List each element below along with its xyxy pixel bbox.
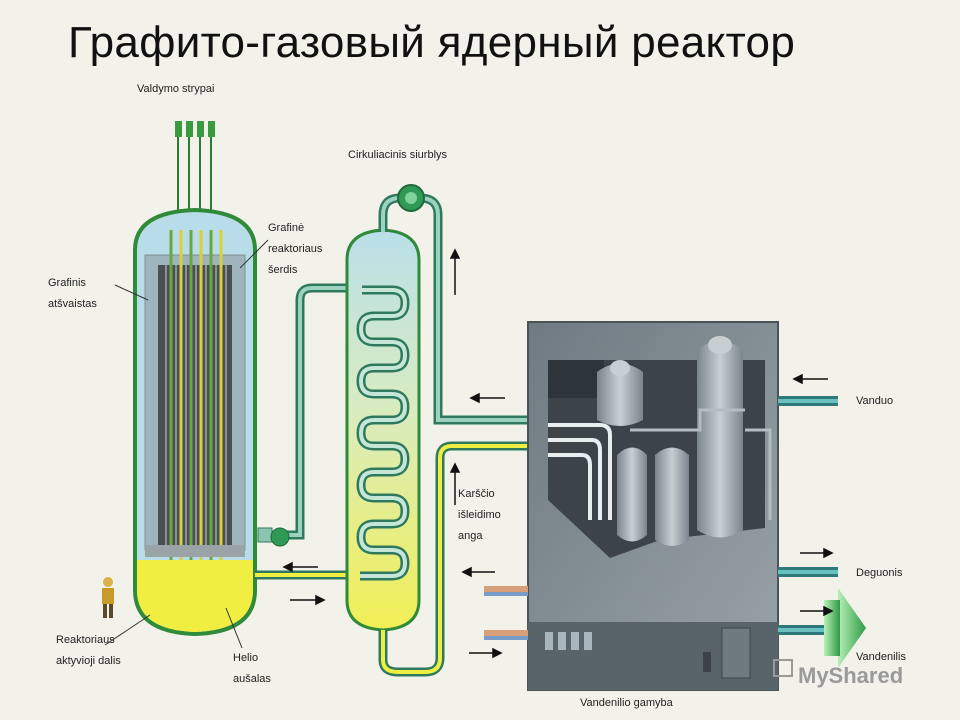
slide-title: Графито-газовый ядерный реактор — [68, 18, 796, 67]
hydrogen-production-label: Vandenilio gamyba — [580, 697, 674, 709]
watermark: MyShared — [773, 659, 903, 688]
output-pipes — [778, 396, 838, 635]
hydrogen-output-arrow-body — [824, 600, 840, 656]
control-rod-heads — [175, 121, 215, 210]
circulation-pump — [397, 184, 425, 212]
helium-coolant-label-1: Helio — [233, 652, 258, 664]
watermark-text: MyShared — [798, 663, 903, 688]
vessel-outlet-fitting — [257, 527, 290, 547]
steam-inlet-pipes — [484, 586, 528, 640]
hot-outlet-label-1: Karščio — [458, 488, 495, 500]
heat-exchanger — [345, 228, 421, 632]
control-rods-label: Valdymo strypai — [137, 83, 214, 95]
hot-gas-pipe — [275, 283, 362, 540]
active-zone-label-2: aktyvioji dalis — [56, 655, 121, 667]
graphite-core-label-3: šerdis — [268, 264, 298, 276]
hot-outlet-label-2: išleidimo — [458, 509, 501, 521]
reactor-vessel — [133, 207, 257, 637]
graphite-core-label-2: reaktoriaus — [268, 243, 323, 255]
water-label: Vanduo — [856, 395, 893, 407]
hydrogen-output-arrow — [838, 588, 866, 668]
hydrogen-label: Vandenilis — [856, 651, 906, 663]
heat-outlet-pipe — [378, 441, 530, 677]
active-zone-label-1: Reaktoriaus — [56, 634, 115, 646]
oxygen-label: Deguonis — [856, 567, 903, 579]
helium-coolant-label-2: aušalas — [233, 673, 271, 685]
hydrogen-plant — [527, 321, 779, 691]
flow-arrows — [282, 248, 834, 659]
graphite-reflector-label-2: atšvaistas — [48, 298, 97, 310]
graphite-reflector-label-1: Grafinis — [48, 277, 86, 289]
hot-outlet-label-3: anga — [458, 530, 483, 542]
person-figure — [102, 577, 114, 618]
leader-lines — [104, 239, 269, 649]
circulation-pump-label: Cirkuliacinis siurblys — [348, 149, 448, 161]
graphite-core-label-1: Grafinė — [268, 222, 304, 234]
watermark-icon — [773, 659, 793, 677]
